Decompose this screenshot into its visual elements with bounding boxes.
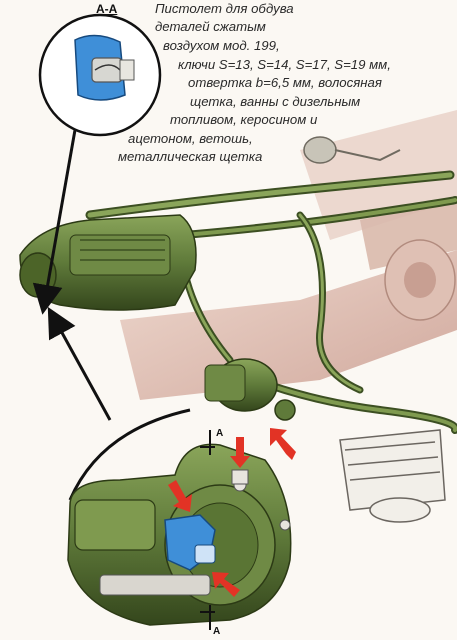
fuel-pump-center — [204, 358, 296, 421]
injection-pump-body — [19, 214, 197, 311]
red-arrows — [168, 428, 296, 597]
caption-line-6: щетка, ванны с дизельным — [190, 94, 361, 109]
caption-line-4: ключи S=13, S=14, S=17, S=19 мм, — [178, 57, 391, 72]
caption-line-8: ацетоном, ветошь, — [128, 131, 253, 146]
red-arrow-4 — [270, 428, 296, 460]
section-cut-marks — [200, 430, 215, 630]
caption-line-7: топливом, керосином и — [170, 112, 318, 127]
caption-line-9: металлическая щетка — [118, 149, 263, 164]
pointer-lines — [32, 129, 191, 501]
lamp-bracket — [303, 136, 401, 164]
red-arrow-1 — [230, 437, 250, 468]
red-arrow-3 — [212, 572, 240, 597]
section-label: А-А — [96, 2, 118, 16]
pump-detail-enlarged — [67, 443, 292, 626]
red-arrow-2 — [168, 480, 192, 512]
fuel-filter-housing — [339, 429, 446, 523]
caption-line-5: отвертка b=6,5 мм, волосяная — [188, 75, 382, 90]
inset-section-view — [38, 13, 162, 137]
caption-line-3: воздухом мод. 199, — [163, 38, 280, 53]
cut-mark-bottom: А — [213, 626, 221, 637]
caption-line-2: деталей сжатым — [155, 19, 266, 34]
cut-mark-top: А — [216, 428, 224, 439]
caption-line-1: Пистолет для обдува — [155, 1, 294, 16]
